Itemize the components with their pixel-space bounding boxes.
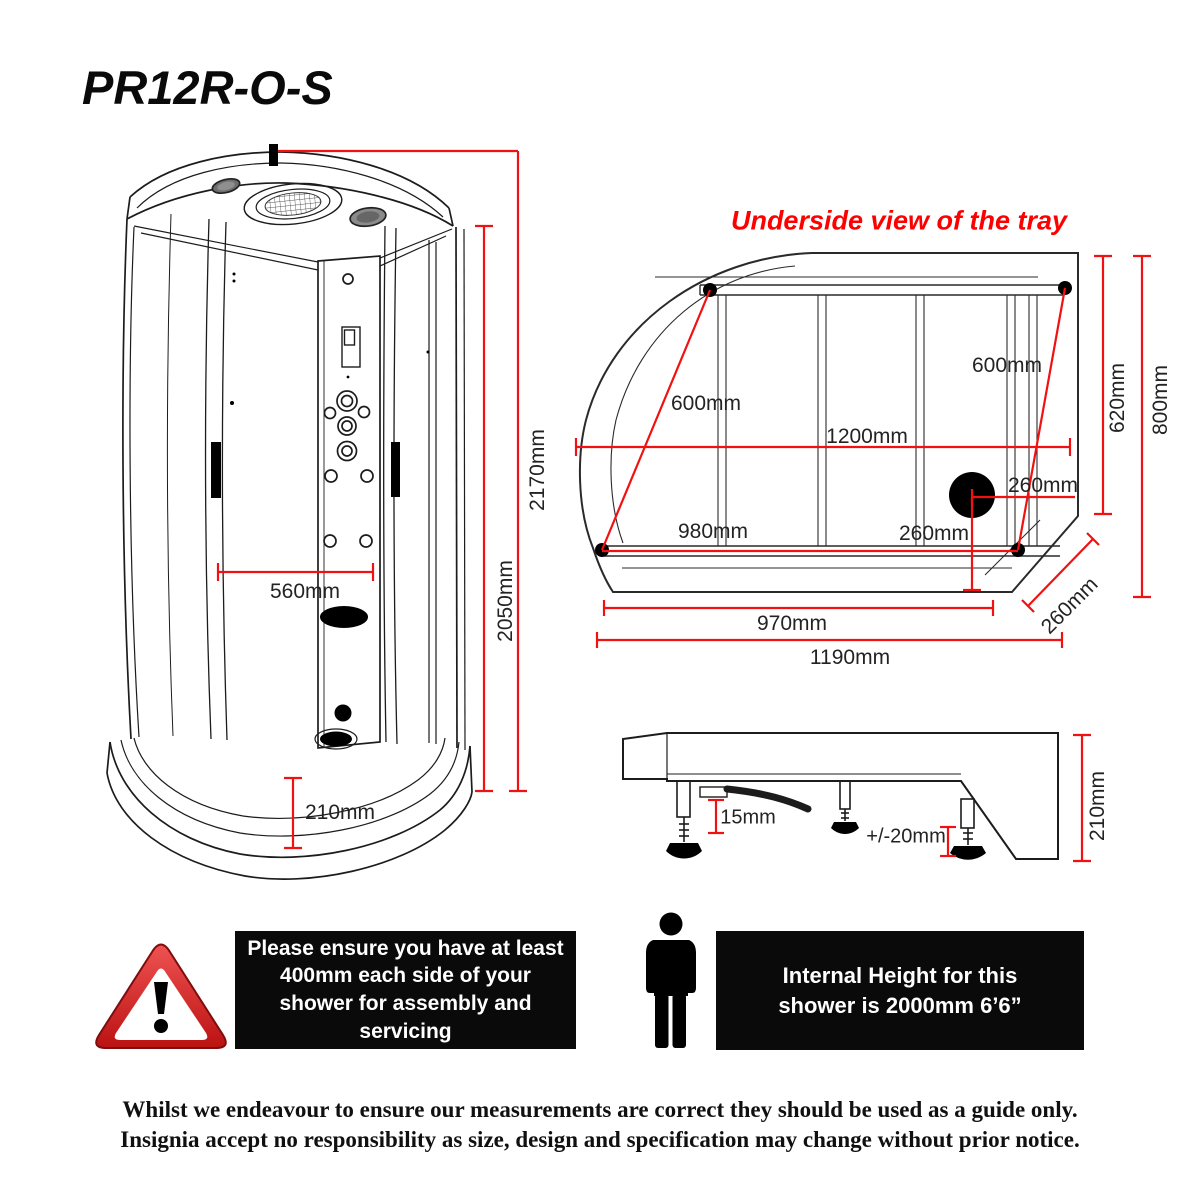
- page-title: PR12R-O-S: [82, 61, 333, 114]
- dim-internal-width-label: 1200mm: [826, 425, 908, 448]
- tray-underside-dimension-lines: [574, 254, 1151, 648]
- dim-diagonal-left-label: 600mm: [670, 392, 742, 415]
- underside-view-heading: Underside view of the tray: [730, 205, 1068, 236]
- dim-panel-gap-label: 15mm: [720, 806, 776, 829]
- disclaimer-line-2: Insignia accept no responsibility as siz…: [120, 1127, 1080, 1152]
- canopy-inner-arch: [136, 162, 444, 218]
- tap-outlet: [334, 704, 352, 722]
- dim-batten-width-label: 980mm: [677, 520, 749, 543]
- door-handle-right: [391, 442, 400, 497]
- canopy-front-rim: [126, 182, 454, 227]
- internal-height-notice-box: Internal Height for this shower is 2000m…: [716, 931, 1084, 1050]
- dim-tray-height-cabin-label: 210mm: [304, 801, 376, 824]
- tray-ribs: [717, 295, 1041, 576]
- dim-overall-depth-label: 800mm: [1149, 364, 1172, 436]
- right-door-rail: [382, 225, 387, 743]
- body-jets: [323, 469, 374, 548]
- dim-door-opening-label: 560mm: [269, 580, 341, 603]
- shower-cabin-drawing: [106, 151, 473, 880]
- tray-profile: [622, 732, 1059, 860]
- dim-drain-from-bottom-label: 260mm: [898, 522, 970, 545]
- warning-triangle-icon: [95, 943, 227, 1049]
- roof-tick-mark: [269, 144, 278, 166]
- tray-drain: [314, 728, 358, 750]
- dim-diagonal-left: [600, 289, 712, 551]
- clearance-notice-text: Please ensure you have at least 400mm ea…: [247, 936, 564, 1043]
- dim-drain-from-right-label: 260mm: [1007, 474, 1079, 497]
- dim-front-width-label: 970mm: [756, 612, 828, 635]
- speaker-icon: [349, 206, 387, 228]
- tray-side-view-drawing: [622, 732, 1059, 860]
- dim-corner-chamfer: [1027, 538, 1094, 607]
- tray-underside-drawing: [578, 252, 1079, 593]
- mirror-oval: [320, 606, 368, 628]
- left-frame-outer: [122, 218, 132, 740]
- ceiling-light-icon: [243, 182, 343, 226]
- control-column: [317, 255, 381, 749]
- cabin-dimension-lines: [216, 144, 527, 850]
- waste-trap: [699, 786, 728, 798]
- dim-tray-height-side-label: 210mm: [1086, 770, 1109, 842]
- dim-internal-depth-label: 620mm: [1106, 362, 1129, 434]
- diverter-knobs: [323, 390, 371, 462]
- waste-pipe: [723, 785, 812, 813]
- person-icon: [646, 912, 696, 1048]
- dim-diagonal-right: [1016, 287, 1067, 551]
- dim-leg-adjustment-label: +/-20mm: [866, 825, 946, 848]
- dim-diagonal-right-label: 600mm: [971, 354, 1043, 377]
- left-door-rail: [204, 218, 212, 740]
- extractor-fan-icon: [211, 177, 241, 195]
- dim-overall-width-label: 1190mm: [809, 646, 891, 669]
- side-view-dimension-lines: [708, 733, 1091, 863]
- disclaimer-line-1: Whilst we endeavour to ensure our measur…: [122, 1097, 1078, 1122]
- shower-tray: [106, 728, 473, 880]
- tray-outline: [578, 252, 1079, 593]
- internal-height-notice-text: Internal Height for this shower is 2000m…: [778, 963, 1022, 1018]
- dim-cabin-height-label: 2050mm: [494, 560, 517, 642]
- dim-overall-height-label: 2170mm: [526, 429, 549, 511]
- right-frame-outer: [455, 226, 458, 749]
- clearance-notice-box: Please ensure you have at least 400mm ea…: [235, 931, 576, 1049]
- control-panel: [341, 326, 361, 368]
- adjustable-legs: [666, 780, 986, 860]
- door-handle-left: [211, 442, 221, 498]
